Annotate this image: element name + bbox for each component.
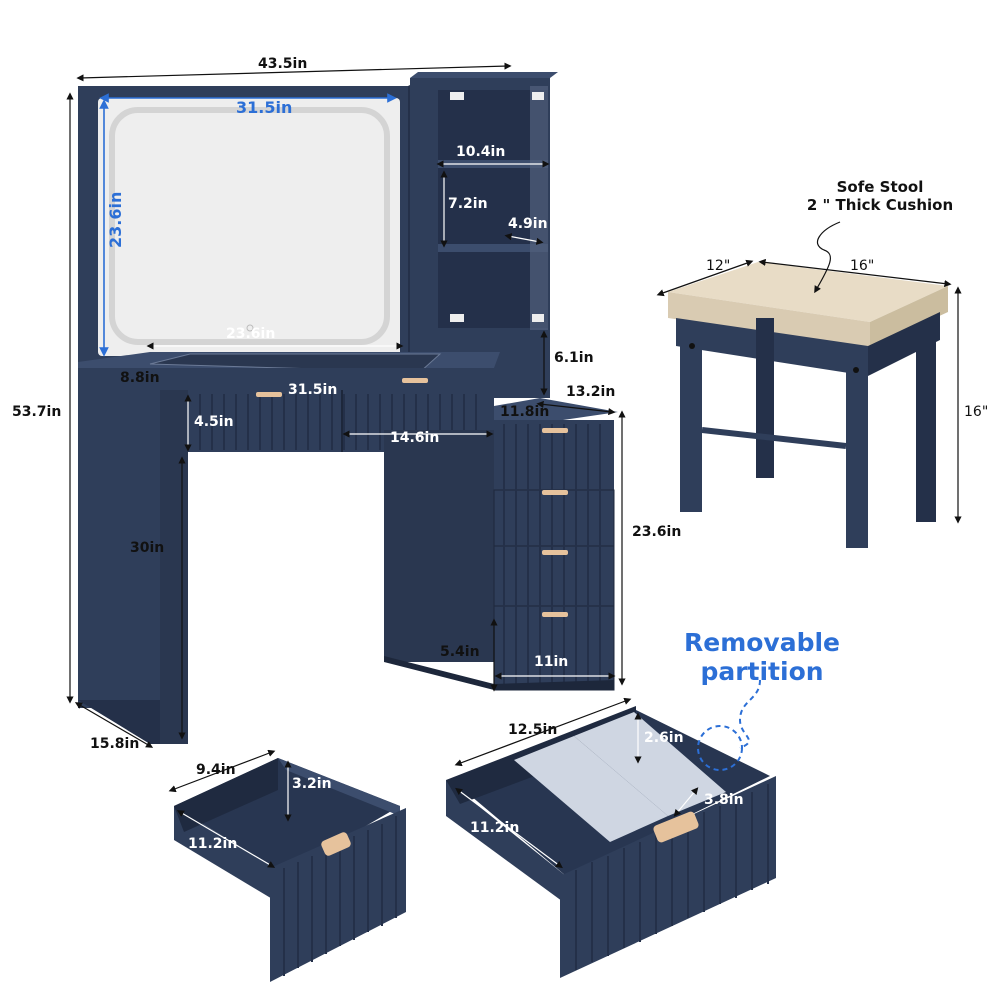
stool-height-label: 16"	[964, 404, 989, 420]
vanity-dimension-lines	[66, 62, 626, 748]
gap-label: 6.1in	[554, 350, 594, 366]
shelf-depth-line	[504, 233, 544, 245]
vanity	[78, 72, 618, 744]
top-depth-label: 8.8in	[120, 370, 160, 386]
small-drawer-width-label: 9.4in	[196, 762, 236, 778]
stool-width-label: 16"	[850, 258, 875, 274]
shelf-board-2	[438, 244, 548, 252]
partition-curve	[738, 679, 761, 749]
large-drawer-height-label: 2.6in	[644, 730, 684, 746]
desk-depth-line	[74, 702, 154, 748]
stool-note-line1: Sofe Stool	[836, 178, 924, 196]
stool-dimension-lines	[656, 221, 962, 524]
stool-leg-back-left	[756, 318, 774, 478]
left-leg-front	[160, 390, 188, 744]
large-drawer-front	[560, 776, 776, 978]
drawer-inner-width-label: 14.6in	[390, 430, 440, 446]
desk-inner-width-label: 23.6in	[226, 326, 276, 342]
small-drawer-dimension-lines	[168, 749, 292, 868]
cabinet-width-label: 11.8in	[500, 404, 550, 420]
large-drawer-depth-label: 11.2in	[470, 820, 520, 836]
top-drawer-handle-right	[402, 378, 428, 383]
mirror	[98, 98, 400, 356]
shelf-tower-top	[410, 72, 558, 78]
cabinet-handle-1	[542, 428, 568, 433]
hinge-bottom	[450, 314, 464, 322]
bottom-drawer-height-label: 5.4in	[440, 644, 480, 660]
hinge-top-right	[532, 92, 544, 100]
hinge-top	[450, 92, 464, 100]
stool-leg-front-right	[846, 356, 868, 548]
cabinet-height-label: 23.6in	[632, 524, 682, 540]
drawer-height-label: 4.5in	[194, 414, 234, 430]
removable-line1: Removable	[683, 628, 841, 657]
small-drawer-handle	[321, 832, 351, 856]
mirror-led	[109, 107, 390, 345]
stool	[668, 262, 948, 548]
stool-bolt-2	[853, 367, 859, 373]
leg-height-label: 30in	[130, 540, 165, 556]
width-line	[76, 62, 512, 82]
stool-depth-label: 12"	[706, 258, 731, 274]
cabinet-side	[384, 430, 496, 662]
cabinet-handle-3	[542, 550, 568, 555]
large-drawer-dimension-lines	[454, 679, 761, 869]
stool-rail	[701, 427, 847, 449]
overall-width-label: 43.5in	[258, 56, 308, 72]
hinge-bottom-right	[532, 314, 544, 322]
stool-note-curve	[814, 221, 841, 294]
cabinet-fluting	[503, 424, 601, 688]
shelf-depth-label: 4.9in	[508, 216, 548, 232]
drawer-width-label: 31.5in	[288, 382, 338, 398]
large-drawer-front-label: 3.8in	[704, 792, 744, 808]
stool-bolt	[689, 343, 695, 349]
stool-cushion-side	[870, 286, 948, 348]
stool-leg-back-right	[916, 326, 936, 522]
stool-note-line2: 2 " Thick Cushion	[806, 196, 954, 214]
cabinet-depth-line	[536, 400, 616, 416]
small-drawer-depth-label: 11.2in	[188, 836, 238, 852]
mirror-width-label: 31.5in	[236, 98, 293, 117]
shelf-glass-door	[530, 86, 548, 330]
large-drawer	[446, 706, 776, 978]
small-drawer-front	[270, 808, 406, 982]
overall-height-label: 53.7in	[12, 404, 62, 420]
removable-line2: partition	[700, 657, 824, 686]
stool-note: Sofe Stool 2 " Thick Cushion	[790, 178, 970, 214]
shelf-width-label: 10.4in	[456, 144, 506, 160]
cabinet-handle-2	[542, 490, 568, 495]
mirror-touch-button	[246, 324, 254, 332]
large-drawer-width-label: 12.5in	[508, 722, 558, 738]
bottom-drawer-width-label: 11in	[534, 654, 569, 670]
small-drawer-right-wall	[278, 758, 400, 816]
cabinet-handle-4	[542, 612, 568, 617]
small-drawer-height-label: 3.2in	[292, 776, 332, 792]
cabinet-depth-label: 13.2in	[566, 384, 616, 400]
mirror-height-label: 23.6in	[106, 191, 125, 248]
partition-highlight	[697, 725, 743, 771]
large-drawer-handle	[653, 811, 699, 843]
small-drawer	[174, 758, 406, 982]
stool-leg-front-left	[680, 330, 702, 512]
cabinet-base	[384, 656, 614, 690]
removable-partition-label: Removable partition	[682, 628, 842, 686]
shelf-interior	[438, 90, 548, 328]
mirror-dimension-lines	[99, 93, 397, 357]
top-drawer-handle-left	[256, 392, 282, 397]
shelf-height-label: 7.2in	[448, 196, 488, 212]
desk-depth-label: 15.8in	[90, 736, 140, 752]
